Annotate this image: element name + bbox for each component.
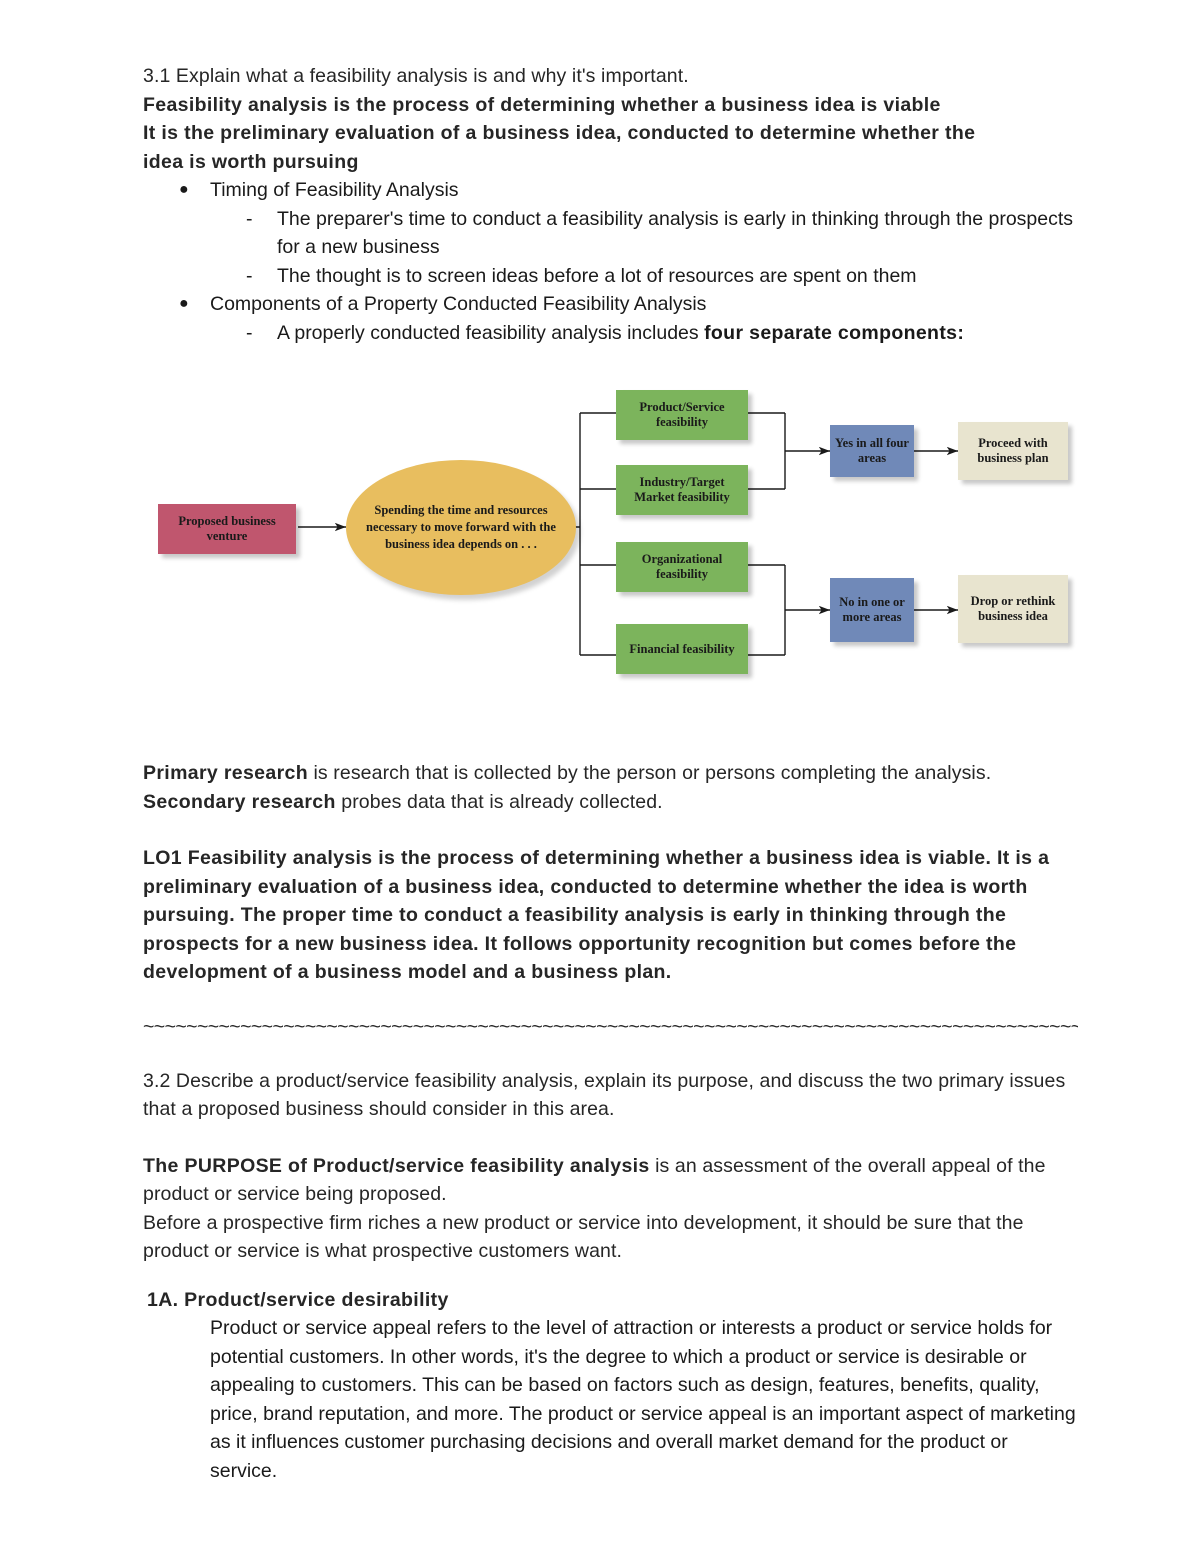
feasibility-analysis-flowchart: Proposed business venture Spending the t… (150, 372, 1080, 702)
sub-item-text: The preparer's time to conduct a feasibi… (277, 207, 1074, 259)
spacer (143, 1124, 1078, 1152)
list-item: - The thought is to screen ideas before … (210, 262, 1078, 291)
secondary-research-paragraph: Secondary research probes data that is a… (143, 788, 1078, 817)
node-product-service-feasibility: Product/Service feasibility (616, 390, 748, 440)
node-drop-or-rethink-business-idea: Drop or rethink business idea (958, 575, 1068, 643)
spacer (143, 1266, 1078, 1286)
sub-item-emphasis: four separate components: (704, 321, 965, 344)
list-item: - A properly conducted feasibility analy… (210, 319, 1078, 348)
bold-statement-line-2: It is the preliminary evaluation of a bu… (143, 122, 976, 144)
before-paragraph: Before a prospective firm riches a new p… (143, 1211, 1024, 1263)
list-item: ● Timing of Feasibility Analysis - The p… (143, 176, 1078, 290)
lo1-paragraph: LO1 Feasibility analysis is the process … (143, 847, 1050, 983)
purpose-paragraph: The PURPOSE of Product/service feasibili… (143, 1152, 1078, 1209)
spacer (143, 816, 1078, 844)
dash-icon: - (246, 207, 253, 230)
heading-1a: 1A. Product/service desirability (147, 1288, 449, 1311)
secondary-research-term: Secondary research (143, 790, 336, 813)
sub-item-text: A properly conducted feasibility analysi… (277, 321, 705, 344)
sub-item-text: The thought is to screen ideas before a … (277, 264, 917, 287)
secondary-research-text: probes data that is already collected. (335, 790, 663, 813)
heading-3-2: 3.2 Describe a product/service feasibili… (143, 1069, 1066, 1121)
primary-research-paragraph: Primary research is research that is col… (143, 759, 1078, 788)
dash-icon: - (246, 321, 253, 344)
spacer (143, 1039, 1078, 1067)
purpose-text: is an assessment of the overall appeal o… (143, 1154, 1046, 1206)
outline-list: ● Timing of Feasibility Analysis - The p… (143, 176, 1078, 347)
node-proceed-with-business-plan: Proceed with business plan (958, 422, 1068, 480)
primary-research-term: Primary research (143, 762, 308, 784)
primary-research-text: is research that is collected by the per… (307, 762, 992, 784)
bullet-icon: ● (179, 181, 189, 198)
sub-outline-list: - The preparer's time to conduct a feasi… (210, 205, 1078, 291)
section-1a-body: Product or service appeal refers to the … (210, 1317, 1076, 1482)
bullet-label: Components of a Property Conducted Feasi… (210, 293, 707, 315)
node-industry-target-market-feasibility: Industry/Target Market feasibility (616, 465, 748, 515)
document-content: 3.1 Explain what a feasibility analysis … (143, 62, 1078, 1485)
node-spending-time-resources: Spending the time and resources necessar… (346, 460, 576, 595)
node-financial-feasibility: Financial feasibility (616, 624, 748, 674)
sub-outline-list: - A properly conducted feasibility analy… (210, 319, 1078, 348)
dash-icon: - (246, 264, 253, 287)
heading-3-1: 3.1 Explain what a feasibility analysis … (143, 65, 689, 87)
bullet-label: Timing of Feasibility Analysis (210, 179, 459, 201)
list-item: - The preparer's time to conduct a feasi… (210, 205, 1078, 262)
node-no-in-one-or-more-areas: No in one or more areas (830, 578, 914, 642)
node-yes-in-all-four-areas: Yes in all four areas (830, 425, 914, 477)
node-organizational-feasibility: Organizational feasibility (616, 542, 748, 592)
section-divider: ~~~~~~~~~~~~~~~~~~~~~~~~~~~~~~~~~~~~~~~~… (143, 1015, 1078, 1038)
list-item: ● Components of a Property Conducted Fea… (143, 290, 1078, 347)
purpose-term: The PURPOSE of Product/service feasibili… (143, 1154, 650, 1177)
spacer (143, 987, 1078, 1015)
node-proposed-business-venture: Proposed business venture (158, 504, 296, 554)
bold-statement-line-1: Feasibility analysis is the process of d… (143, 93, 941, 116)
bullet-icon: ● (179, 295, 189, 312)
bold-statement-line-3: idea is worth pursuing (143, 150, 359, 173)
